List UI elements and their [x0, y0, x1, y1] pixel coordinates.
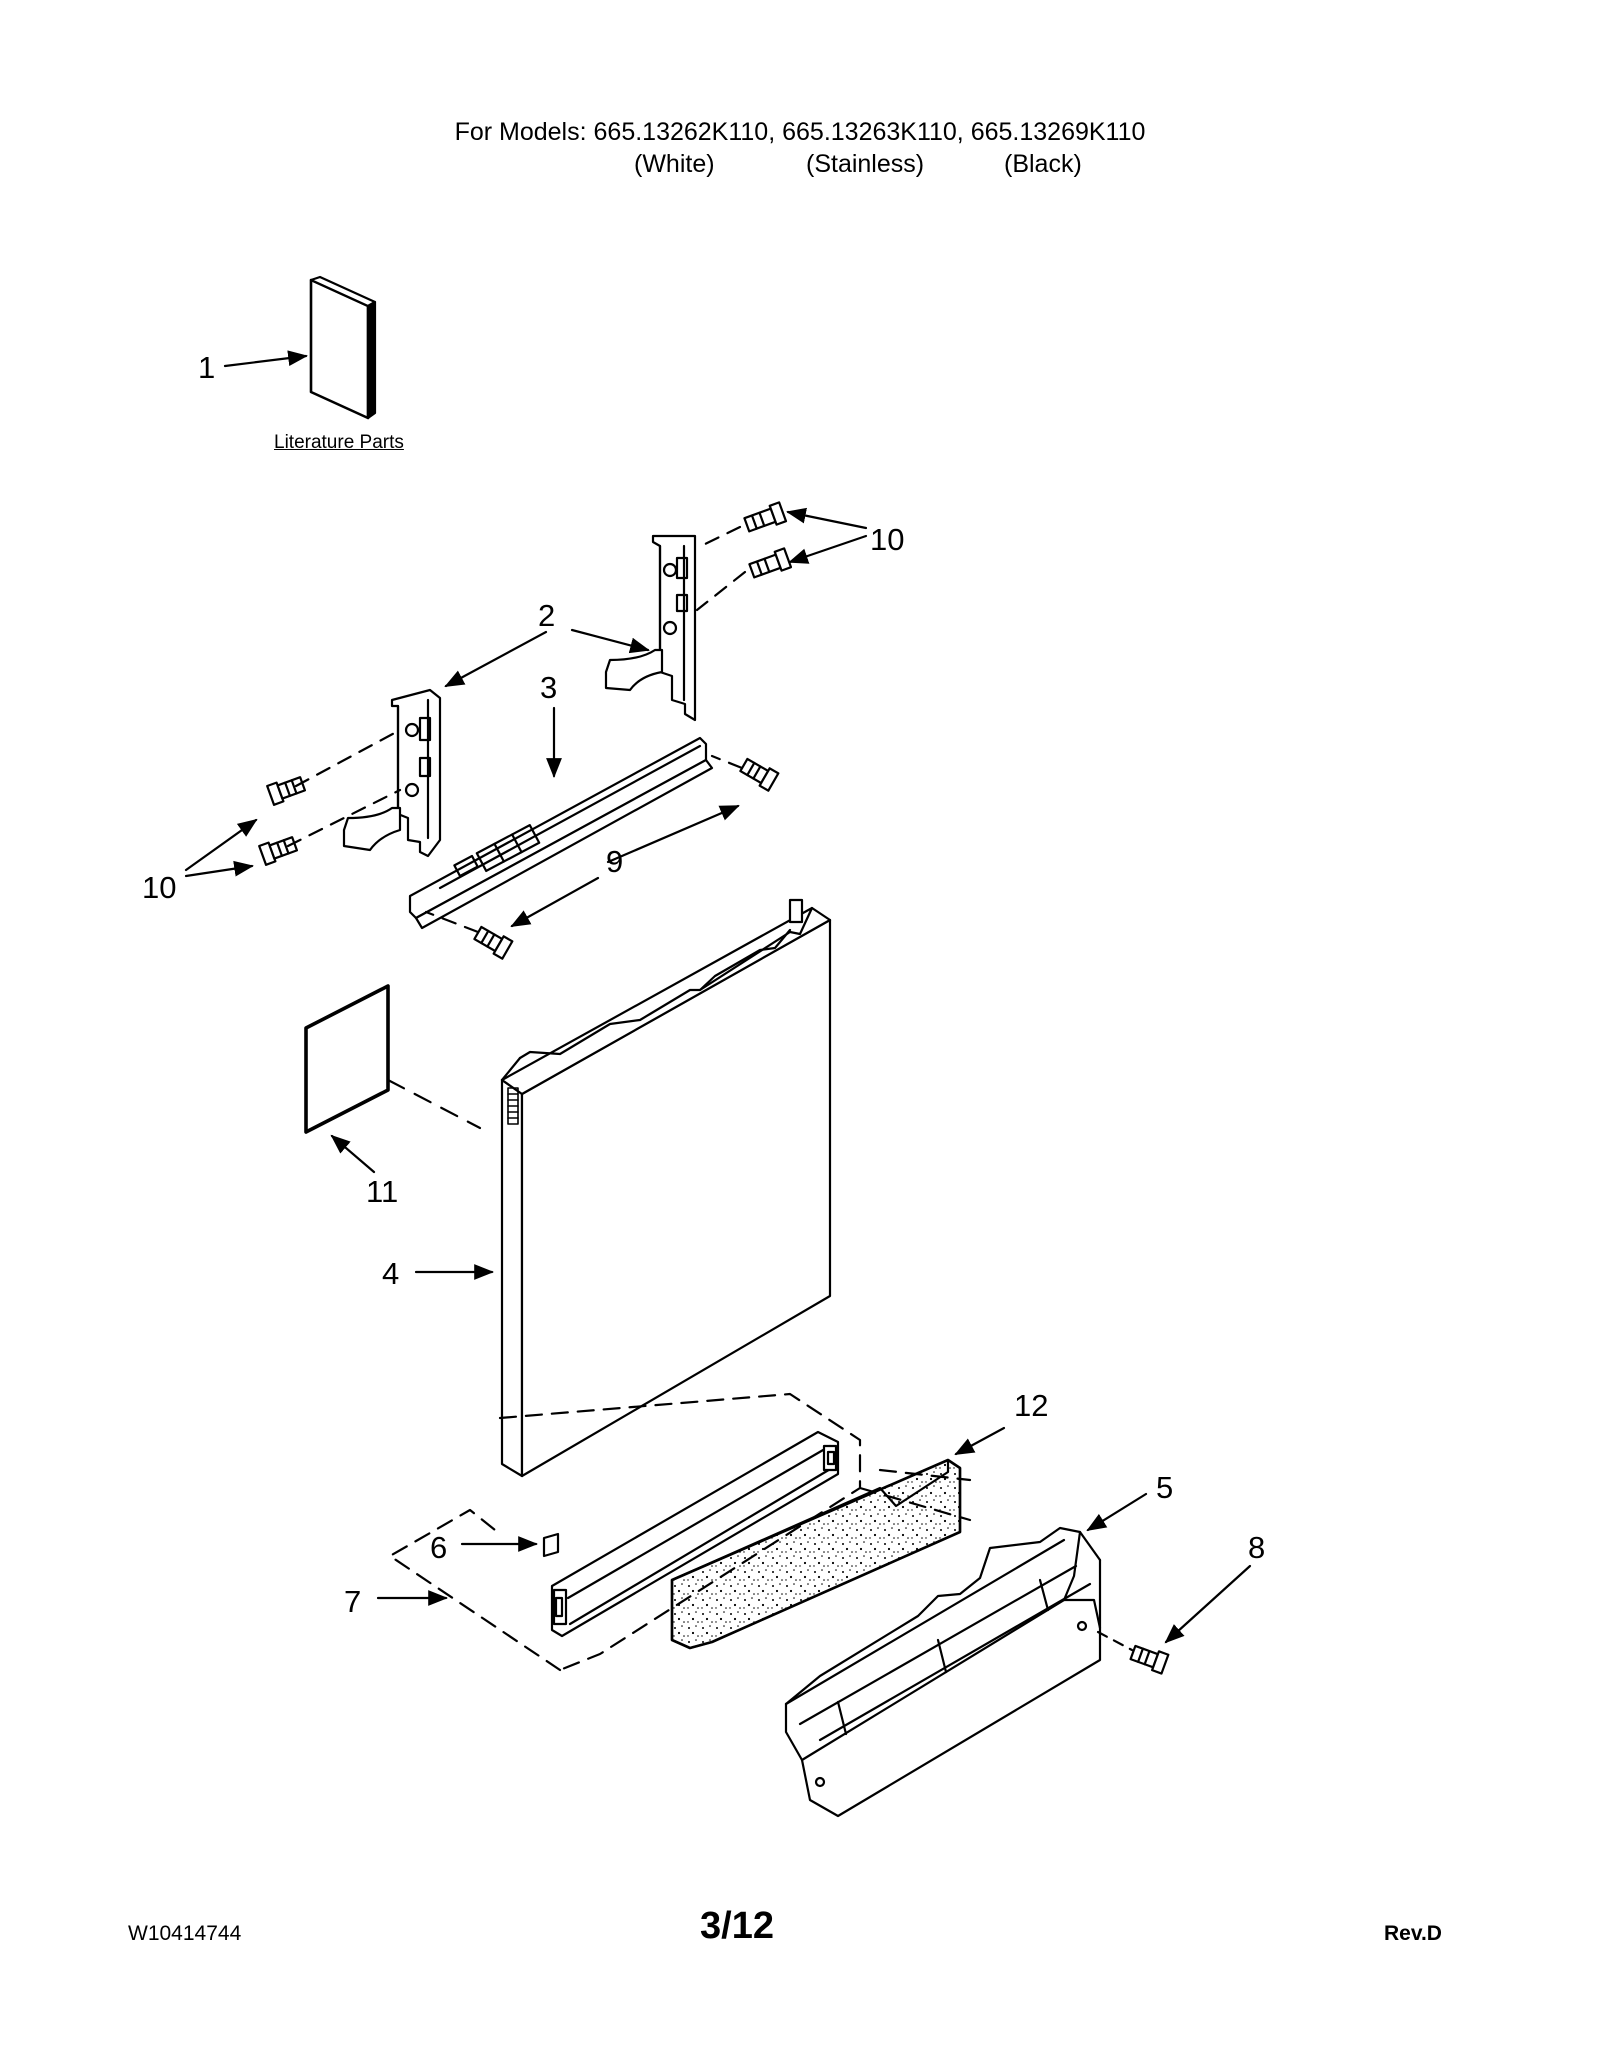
callout-12: 12: [1014, 1388, 1048, 1423]
literature-parts-label: Literature Parts: [274, 432, 404, 453]
foam-insulation: [670, 1458, 962, 1650]
clip-part-6: [542, 1532, 560, 1558]
callout-2: 2: [538, 598, 555, 633]
callout-6: 6: [430, 1530, 447, 1565]
screw-left-2: [258, 836, 299, 866]
top-rail: [408, 736, 714, 930]
screw-rail-left: [473, 925, 514, 960]
callout-leader-1: [223, 350, 308, 368]
literature-booklet: [309, 275, 377, 420]
color-white-label: (White): [634, 150, 715, 178]
callout-1: 1: [198, 350, 215, 385]
hinge-bracket-right: [604, 534, 697, 722]
callout-7: 7: [344, 1584, 361, 1619]
screw-kick-plate: [1129, 1644, 1170, 1675]
door-panel: [500, 898, 832, 1478]
callout-5: 5: [1156, 1470, 1173, 1505]
callout-3: 3: [540, 670, 557, 705]
rating-label: [304, 984, 390, 1134]
page-number: 3/12: [700, 1905, 774, 1947]
door-vent-slots: [507, 1087, 519, 1125]
revision-label: Rev.D: [1384, 1922, 1442, 1945]
toe-rail: [550, 1430, 840, 1638]
label-dash: [386, 1078, 482, 1130]
models-heading: For Models: 665.13262K110, 665.13263K110…: [454, 118, 1146, 146]
callout-10-top: 10: [870, 522, 904, 557]
screw-top-1: [743, 501, 788, 533]
callout-11: 11: [366, 1174, 398, 1209]
kick-plate: [784, 1526, 1102, 1818]
callout-9: 9: [606, 844, 623, 879]
hinge-bracket-left: [342, 688, 442, 858]
callout-leaders: [184, 507, 1252, 1644]
callout-4: 4: [382, 1256, 399, 1291]
color-stainless-label: (Stainless): [806, 150, 925, 178]
callout-8: 8: [1248, 1530, 1265, 1565]
color-black-label: (Black): [1004, 150, 1082, 178]
document-number: W10414744: [128, 1922, 242, 1945]
callout-leader-11: [330, 1134, 376, 1174]
screw-top-2: [748, 547, 793, 579]
callout-10-left: 10: [142, 870, 176, 905]
screw-left-1: [266, 776, 307, 806]
kick-screw-dash: [1096, 1630, 1134, 1652]
screw-rail-right: [739, 757, 780, 792]
assembly-dashes-upper: [286, 525, 747, 934]
